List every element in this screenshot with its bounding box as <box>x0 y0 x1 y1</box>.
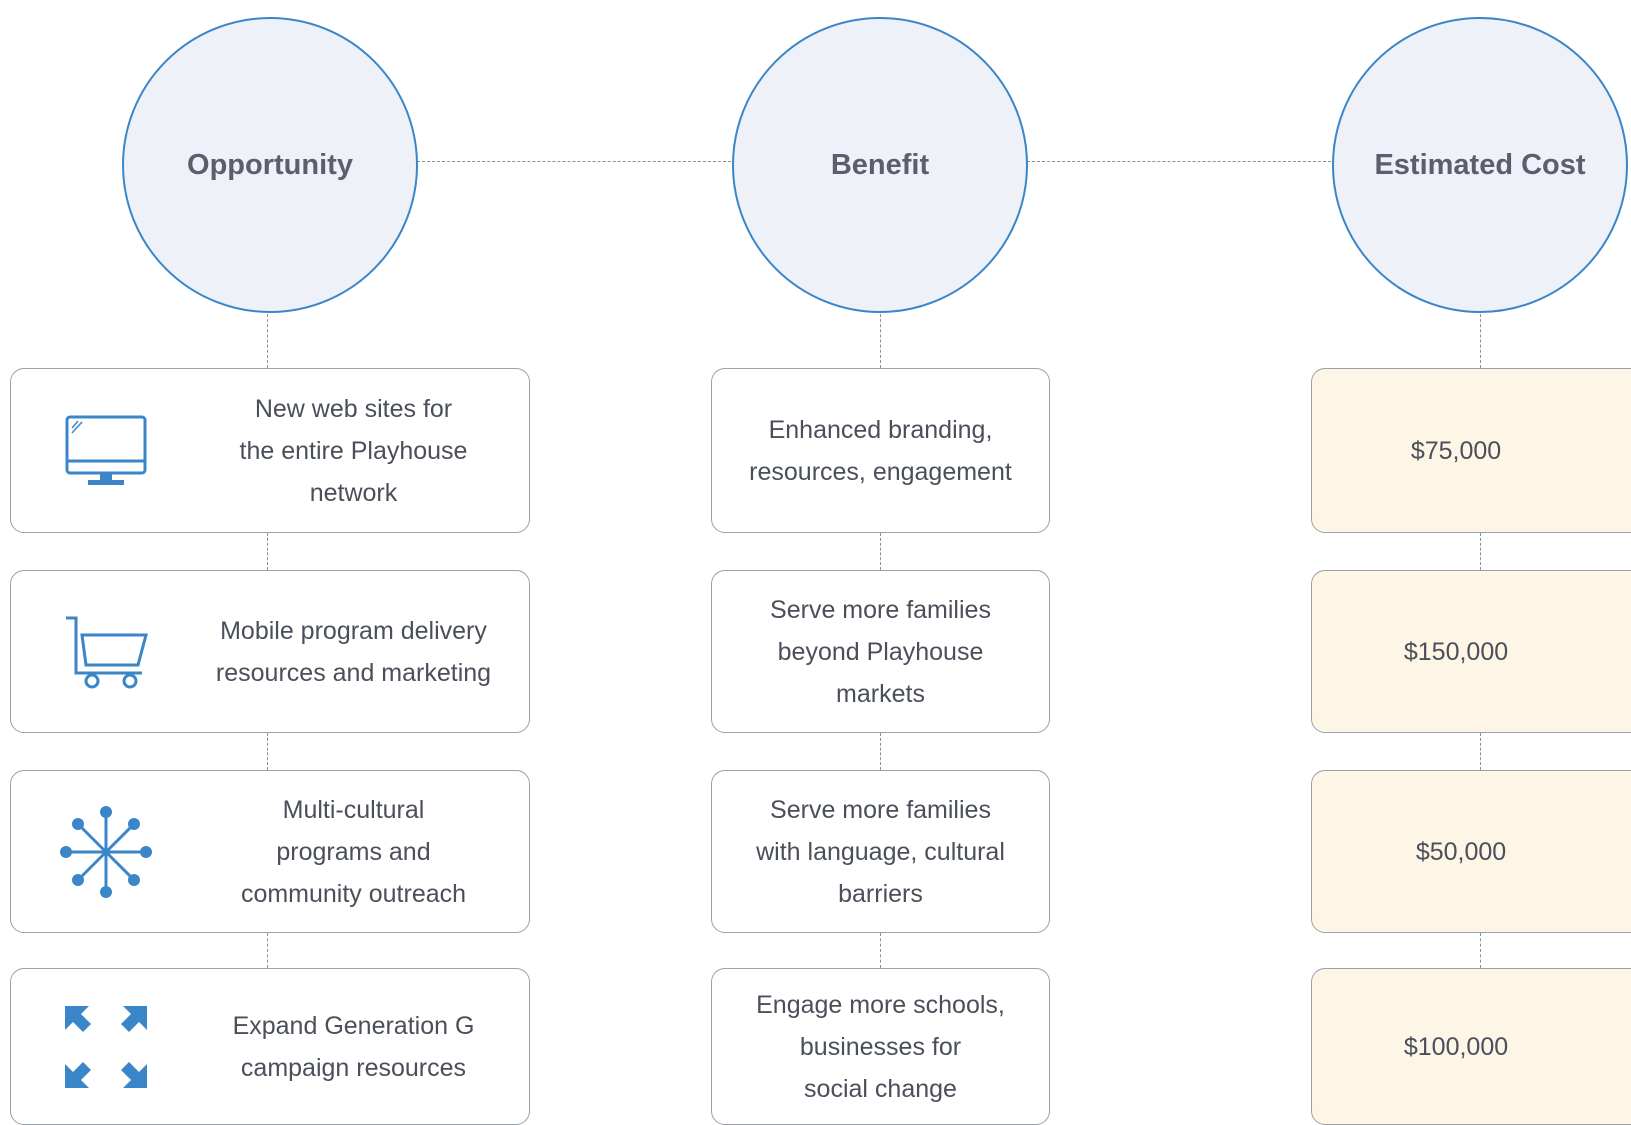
column-connector <box>267 933 268 968</box>
opportunity-text: Mobile program delivery resources and ma… <box>215 616 492 687</box>
estimated-cost-header-label: Estimated Cost <box>1374 148 1586 181</box>
cost-card: $100,000 <box>1311 968 1631 1125</box>
benefit-card: Engage more schools, businesses for soci… <box>711 968 1050 1125</box>
benefit-card: Serve more families with language, cultu… <box>711 770 1050 933</box>
column-connector <box>267 533 268 570</box>
benefit-text: Serve more families beyond Playhouse mar… <box>770 595 991 708</box>
column-connector <box>267 733 268 770</box>
header-connector <box>417 161 731 162</box>
cost-value: $50,000 <box>1415 837 1507 866</box>
opportunity-text: New web sites for the entire Playhouse n… <box>239 394 468 507</box>
opportunity-text: Multi-cultural programs and community ou… <box>240 795 467 908</box>
benefit-card: Serve more families beyond Playhouse mar… <box>711 570 1050 733</box>
cost-value: $100,000 <box>1403 1032 1509 1061</box>
cost-card: $150,000 <box>1311 570 1631 733</box>
opportunity-card: Expand Generation G campaign resources <box>10 968 530 1125</box>
benefit-header: Benefit <box>732 17 1028 313</box>
network-hub-icon <box>51 797 161 907</box>
column-connector <box>267 309 268 368</box>
opportunity-header: Opportunity <box>122 17 418 313</box>
column-connector <box>880 533 881 570</box>
cost-value: $150,000 <box>1403 637 1509 666</box>
estimated-cost-header: Estimated Cost <box>1332 17 1628 313</box>
opportunity-card: New web sites for the entire Playhouse n… <box>10 368 530 533</box>
column-connector <box>1480 309 1481 368</box>
column-connector <box>1480 533 1481 570</box>
opportunity-card: Mobile program delivery resources and ma… <box>10 570 530 733</box>
header-connector <box>1027 161 1331 162</box>
column-connector <box>1480 733 1481 770</box>
expand-arrows-icon <box>51 992 161 1102</box>
cost-value: $75,000 <box>1410 436 1502 465</box>
column-connector <box>880 733 881 770</box>
cost-card: $75,000 <box>1311 368 1631 533</box>
opportunity-header-label: Opportunity <box>187 148 353 181</box>
benefit-header-label: Benefit <box>830 148 930 181</box>
monitor-icon <box>51 396 161 506</box>
benefit-text: Serve more families with language, cultu… <box>756 795 1005 908</box>
column-connector <box>880 309 881 368</box>
benefit-text: Enhanced branding, resources, engagement <box>749 415 1012 486</box>
benefit-text: Engage more schools, businesses for soci… <box>756 990 1005 1103</box>
opportunity-text: Expand Generation G campaign resources <box>232 1011 475 1082</box>
benefit-card: Enhanced branding, resources, engagement <box>711 368 1050 533</box>
column-connector <box>880 933 881 968</box>
opportunity-card: Multi-cultural programs and community ou… <box>10 770 530 933</box>
cost-card: $50,000 <box>1311 770 1631 933</box>
column-connector <box>1480 933 1481 968</box>
shopping-cart-icon <box>51 597 161 707</box>
